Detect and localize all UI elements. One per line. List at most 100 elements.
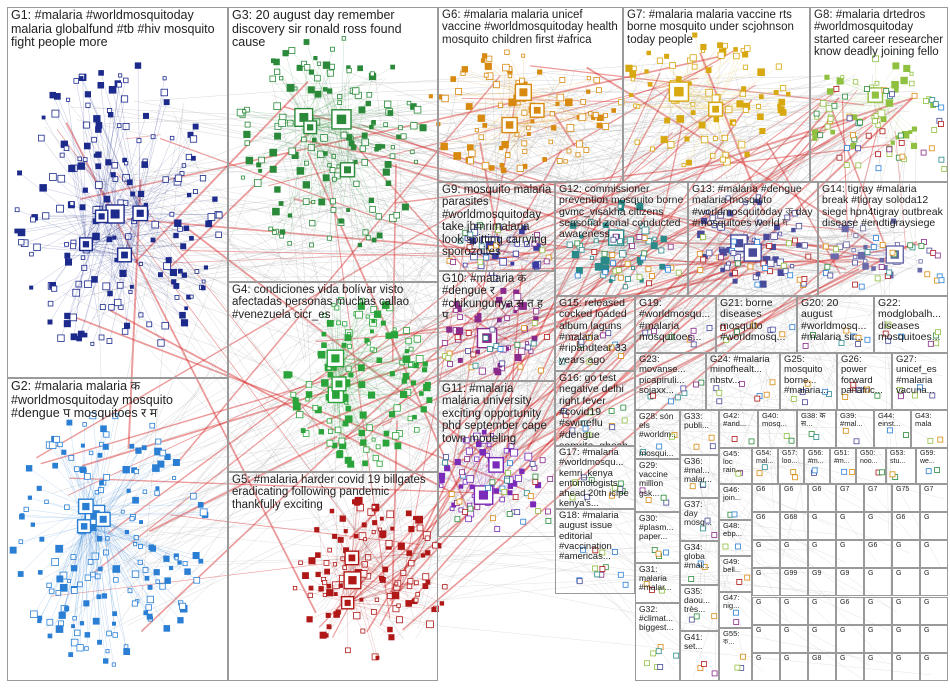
mini-group-label: G8 (812, 655, 833, 663)
mini-group-box: G (752, 540, 780, 568)
mini-group-label: G (924, 570, 945, 578)
group-label: G36: #mal... malar... (684, 457, 716, 485)
group-box-g43: G43: mala (911, 410, 948, 448)
mini-group-label: G68 (784, 514, 805, 522)
group-label: G13: #malaria #dengue malaria mosquito #… (692, 184, 815, 229)
group-label: G1: #malaria #worldmosquitoday malaria g… (11, 9, 225, 50)
group-label: G15: released cocked loaded album laguns… (559, 298, 632, 366)
mini-group-box: G (920, 512, 948, 540)
mini-group-label: G6 (756, 486, 777, 494)
mini-group-label: G (756, 542, 777, 550)
group-box-g53: G53: stu... (886, 448, 916, 484)
mini-group-box: G6 (892, 512, 920, 540)
mini-group-box: G (836, 653, 864, 681)
group-box-g14: G14: tigray #malaria break #tigray solod… (818, 182, 948, 296)
mini-group-box: G6 (780, 484, 808, 512)
group-box-g23: G23: movanse... picapiruli... sojaxx... (635, 353, 706, 410)
mini-group-box: G (864, 568, 892, 596)
group-box-g39: G39: #mal... (836, 410, 874, 448)
mini-group-box: G (892, 653, 920, 681)
group-label: G26: power forward panafric... (841, 355, 889, 396)
mini-group-label: G (924, 627, 945, 635)
mini-group-label: G (868, 514, 889, 522)
group-box-g21: G21: borne diseases mosquito #worldmosq.… (716, 296, 797, 353)
group-label: G5: #malaria harder covid 19 billgates e… (232, 474, 435, 511)
mini-group-box: G (864, 625, 892, 653)
group-label: G30: #plasm... paper... (639, 514, 677, 542)
mini-group-label: G6 (896, 514, 917, 522)
mini-group-box: G (752, 568, 780, 596)
group-label: G3: 20 august day remember discovery sir… (232, 9, 435, 50)
group-box-g40: G40: mosq... (758, 410, 797, 448)
group-label: G49: bell... (723, 558, 749, 574)
mini-group-box: G (752, 625, 780, 653)
group-box-g7: G7: #malaria malaria vaccine rts borne m… (623, 7, 810, 182)
mini-group-label: G7 (924, 486, 945, 494)
mini-group-label: G (812, 599, 833, 607)
mini-group-box: G68 (780, 512, 808, 540)
group-box-g25: G25: mosquito borne... #malaria... (780, 353, 837, 410)
group-label: G50: noo... (860, 450, 883, 465)
group-box-g24: G24: #malaria minofhealt... nbstv... (706, 353, 780, 410)
group-box-g26: G26: power forward panafric... (837, 353, 892, 410)
mini-group-label: G (924, 599, 945, 607)
group-label: G10: #malaria क #dengue र #chikungunya स… (442, 273, 552, 323)
group-label: G28: són els #worldm... mosqui... (639, 412, 677, 458)
mini-group-label: G (756, 599, 777, 607)
mini-group-label: G (784, 627, 805, 635)
mini-group-box: G (892, 540, 920, 568)
mini-group-label: G9 (812, 570, 833, 578)
group-box-g56: G56: #m... (804, 448, 830, 484)
mini-group-label: G (896, 570, 917, 578)
mini-group-box: G (892, 568, 920, 596)
mini-group-box: G (920, 625, 948, 653)
mini-group-label: G75 (896, 486, 917, 494)
mini-group-label: G (924, 514, 945, 522)
mini-group-label: G (924, 542, 945, 550)
group-label: G12: commissioner prevention mosquito bo… (559, 184, 685, 241)
group-box-g6: G6: #malaria malaria unicef vaccine #wor… (438, 7, 623, 182)
group-label: G41: set... (684, 633, 716, 651)
mini-group-label: G (868, 655, 889, 663)
group-label: G44: einst... (878, 412, 908, 428)
mini-group-label: G (924, 655, 945, 663)
group-box-g35: G35: daou... très... (680, 585, 719, 631)
mini-group-label: G (840, 542, 861, 550)
mini-group-label: G (868, 570, 889, 578)
mini-group-box: G6 (752, 512, 780, 540)
group-box-g27: G27: unicef_es #malaria vacuna... (892, 353, 948, 410)
group-box-g50: G50: noo... (856, 448, 886, 484)
mini-group-label: G (868, 627, 889, 635)
mini-group-box: G (920, 653, 948, 681)
group-box-g29: G29: vaccine million gsk... (635, 459, 680, 512)
group-label: G21: borne diseases mosquito #worldmosq.… (720, 298, 794, 343)
group-label: G42: #and... (723, 412, 755, 428)
mini-group-box: G9 (836, 568, 864, 596)
group-label: G18: #malaria august issue editorial #va… (559, 511, 632, 562)
mini-group-box: G (752, 597, 780, 625)
mini-group-label: G (784, 542, 805, 550)
mini-group-box: G (780, 597, 808, 625)
mini-group-label: G (896, 655, 917, 663)
group-label: G53: stu... (890, 450, 913, 465)
mini-group-box: G7 (836, 484, 864, 512)
mini-group-label: G (784, 599, 805, 607)
group-box-g42: G42: #and... (719, 410, 758, 448)
mini-group-box: G (780, 540, 808, 568)
mini-group-box: G (780, 653, 808, 681)
mini-group-box: G (864, 653, 892, 681)
group-box-g4: G4: condiciones vida bolívar visto afect… (228, 282, 438, 472)
mini-group-label: G (896, 542, 917, 550)
group-box-g17: G17: #malaria #worldmosqu... kemri_kenya… (555, 446, 635, 509)
mini-group-box: G (836, 625, 864, 653)
mini-group-box: G9 (808, 568, 836, 596)
group-label: G29: vaccine million gsk... (639, 461, 677, 498)
mini-group-label: G (812, 514, 833, 522)
group-box-g3: G3: 20 august day remember discovery sir… (228, 7, 438, 282)
group-box-g36: G36: #mal... malar... (680, 455, 719, 498)
group-box-g18: G18: #malaria august issue editorial #va… (555, 509, 635, 594)
group-label: G40: mosq... (762, 412, 794, 428)
mini-group-label: G (756, 655, 777, 663)
group-label: G34: globa #mal... (684, 543, 716, 571)
